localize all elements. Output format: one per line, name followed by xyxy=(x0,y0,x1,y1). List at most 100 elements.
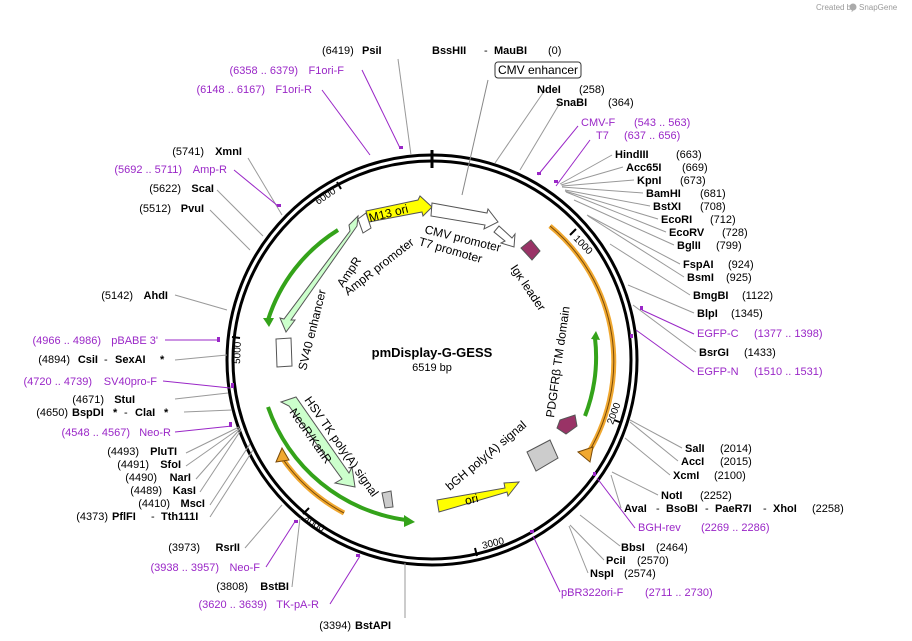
site-ecori[interactable]: EcoRI xyxy=(661,214,692,226)
site-bsobi[interactable]: BsoBI xyxy=(666,503,698,515)
primer-amp-r[interactable]: Amp-R xyxy=(193,164,227,176)
svg-text:(663): (663) xyxy=(676,149,702,161)
site-csii[interactable]: CsiI xyxy=(78,354,98,366)
site-kasi[interactable]: KasI xyxy=(173,485,196,497)
primer-cmv-f[interactable]: CMV-F xyxy=(581,117,616,129)
site-bstapi[interactable]: BstAPI xyxy=(355,620,391,632)
site-fspai[interactable]: FspAI xyxy=(683,259,714,271)
ori-feature[interactable] xyxy=(436,481,521,513)
site-paer7i[interactable]: PaeR7I xyxy=(715,503,752,515)
site-bamhi[interactable]: BamHI xyxy=(646,188,681,200)
site-noti[interactable]: NotI xyxy=(661,490,682,502)
site-avai[interactable]: AvaI xyxy=(624,503,647,515)
svg-text:(2570): (2570) xyxy=(637,555,669,567)
primer-pbr322ori-f[interactable]: pBR322ori-F xyxy=(561,587,624,599)
primer-tk-pa-r[interactable]: TK-pA-R xyxy=(276,599,319,611)
bgh-polya-feature[interactable] xyxy=(526,439,559,472)
svg-text:(4894): (4894) xyxy=(38,354,70,366)
svg-text:(6148 .. 6167): (6148 .. 6167) xyxy=(197,84,266,96)
svg-text:(6358 .. 6379): (6358 .. 6379) xyxy=(230,65,299,77)
site-bstxi[interactable]: BstXI xyxy=(653,201,681,213)
site-bsmi[interactable]: BsmI xyxy=(687,272,714,284)
svg-text:(637 .. 656): (637 .. 656) xyxy=(624,130,680,142)
svg-text:-: - xyxy=(484,45,488,57)
svg-text:-: - xyxy=(151,511,155,523)
sv40-enhancer-feature[interactable] xyxy=(275,337,293,368)
site-nspi[interactable]: NspI xyxy=(590,568,614,580)
pdgfrb-tm-feature[interactable] xyxy=(556,414,578,435)
svg-text:(4720 .. 4739): (4720 .. 4739) xyxy=(24,376,93,388)
ampr-feature[interactable] xyxy=(279,214,359,333)
site-bstbi[interactable]: BstBI xyxy=(260,581,289,593)
t7-promoter-feature[interactable] xyxy=(493,225,516,248)
svg-text:(2014): (2014) xyxy=(720,443,752,455)
primer-neo-r[interactable]: Neo-R xyxy=(139,427,171,439)
primer-egfp-n[interactable]: EGFP-N xyxy=(697,366,739,378)
primer-sv40pro-f[interactable]: SV40pro-F xyxy=(104,376,157,388)
neor-kanr-feature[interactable] xyxy=(279,396,356,488)
site-psii[interactable]: PsiI xyxy=(362,45,382,57)
svg-text:(4490): (4490) xyxy=(125,472,157,484)
site-nari[interactable]: NarI xyxy=(170,472,191,484)
cmv-promoter-feature[interactable] xyxy=(430,202,499,230)
svg-text:-: - xyxy=(104,354,108,366)
site-kpni[interactable]: KpnI xyxy=(637,175,661,187)
site-scai[interactable]: ScaI xyxy=(191,183,214,195)
site-bbsi[interactable]: BbsI xyxy=(621,542,645,554)
primer-bgh-rev[interactable]: BGH-rev xyxy=(638,522,681,534)
svg-text:(543 .. 563): (543 .. 563) xyxy=(634,117,690,129)
svg-text:(4489): (4489) xyxy=(130,485,162,497)
site-pflfi[interactable]: PflFI xyxy=(112,511,136,523)
svg-text:-: - xyxy=(705,503,709,515)
site-tth111i[interactable]: Tth111I xyxy=(161,511,198,523)
ampr-promoter-feature[interactable] xyxy=(357,212,372,234)
primer-f1ori-f[interactable]: F1ori-F xyxy=(309,65,345,77)
site-hindiii[interactable]: HindIII xyxy=(615,149,649,161)
site-pvui[interactable]: PvuI xyxy=(181,203,204,215)
site-bmgbi[interactable]: BmgBI xyxy=(693,290,728,302)
site-ahdi[interactable]: AhdI xyxy=(144,290,168,302)
svg-text:(708): (708) xyxy=(700,201,726,213)
site-rsrii[interactable]: RsrII xyxy=(216,542,240,554)
site-bsshii[interactable]: BssHII xyxy=(432,45,466,57)
site-stui[interactable]: StuI xyxy=(114,394,135,406)
primer-ticks xyxy=(217,146,643,557)
primer-egfp-c[interactable]: EGFP-C xyxy=(697,328,739,340)
svg-text:(1510 .. 1531): (1510 .. 1531) xyxy=(754,366,823,378)
site-sexai[interactable]: SexAI xyxy=(115,354,146,366)
site-xhoi[interactable]: XhoI xyxy=(773,503,797,515)
primer-f1ori-r[interactable]: F1ori-R xyxy=(275,84,312,96)
site-msci[interactable]: MscI xyxy=(181,498,205,510)
m13-ori-feature[interactable] xyxy=(365,195,433,223)
primer-t7[interactable]: T7 xyxy=(596,130,609,142)
site-bspdi[interactable]: BspDI xyxy=(72,407,104,419)
site-ecorv[interactable]: EcoRV xyxy=(669,227,705,239)
site-maubi[interactable]: MauBI xyxy=(494,45,527,57)
site-clai[interactable]: ClaI xyxy=(135,407,155,419)
hsv-tk-polya-feature[interactable] xyxy=(381,490,394,509)
site-ndei[interactable]: NdeI xyxy=(537,84,561,96)
leader-lines-right xyxy=(494,89,697,574)
igk-leader-feature[interactable] xyxy=(520,239,541,261)
site-xmni[interactable]: XmnI xyxy=(215,146,242,158)
green-arc-top-left xyxy=(266,228,340,321)
cmv-enhancer-callout[interactable] xyxy=(494,61,582,79)
site-acci[interactable]: AccI xyxy=(681,456,704,468)
svg-text:(2015): (2015) xyxy=(720,456,752,468)
credit-created-by: Created by xyxy=(816,3,855,12)
site-acc65i[interactable]: Acc65I xyxy=(626,162,661,174)
primer-pbabe3[interactable]: pBABE 3' xyxy=(111,335,158,347)
site-sfoi[interactable]: SfoI xyxy=(160,459,181,471)
svg-text:(5622): (5622) xyxy=(149,183,181,195)
site-bglii[interactable]: BglII xyxy=(677,240,701,252)
site-pcii[interactable]: PciI xyxy=(606,555,626,567)
site-xcmi[interactable]: XcmI xyxy=(673,470,699,482)
site-bsrgi[interactable]: BsrGI xyxy=(699,347,729,359)
site-snabi[interactable]: SnaBI xyxy=(556,97,587,109)
backbone-inner xyxy=(231,159,633,561)
site-pluti[interactable]: PluTI xyxy=(150,446,177,458)
site-blpi[interactable]: BlpI xyxy=(697,308,718,320)
site-sali[interactable]: SalI xyxy=(685,443,705,455)
primer-neo-f[interactable]: Neo-F xyxy=(229,562,260,574)
svg-text:*: * xyxy=(164,407,169,419)
